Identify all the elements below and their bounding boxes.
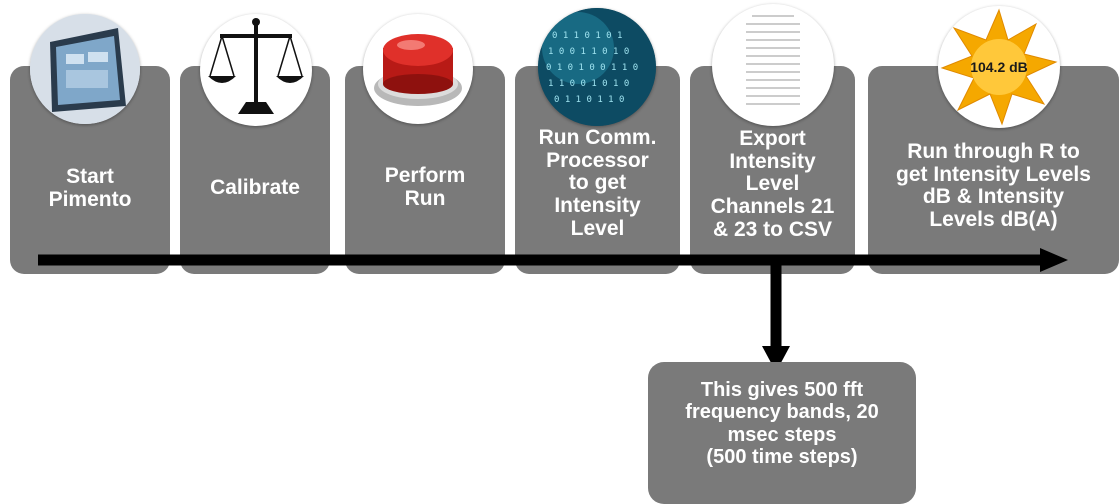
step-label-comm-processor: Run Comm. Processor to get Intensity Lev… [538, 126, 657, 240]
badge-value: 104.2 dB [970, 59, 1028, 75]
step-label-run-r: Run through R to get Intensity Levels dB… [896, 140, 1091, 232]
svg-text:0 1 1 0 1 0 1: 0 1 1 0 1 0 1 [552, 31, 622, 41]
step-label-export-csv: Export Intensity Level Channels 21 & 23 … [710, 127, 835, 241]
step-label-start-pimento: Start Pimento [48, 165, 132, 211]
note-text: This gives 500 fft frequency bands, 20 m… [685, 379, 879, 469]
step-label-calibrate: Calibrate [210, 176, 300, 199]
csv-document-icon [712, 4, 834, 126]
balance-scale-icon [200, 14, 312, 126]
digital-data-globe-icon: 0 1 1 0 1 0 1 1 0 0 1 1 0 1 0 0 1 0 1 0 … [538, 8, 656, 126]
svg-text:1 0 0 1 1 0 1 0: 1 0 0 1 1 0 1 0 [548, 47, 629, 57]
step-label-perform-run: Perform Run [384, 164, 466, 210]
note-box [648, 362, 916, 504]
starburst-badge-icon: 104.2 dB [938, 6, 1060, 128]
svg-text:1 1 0 0 1 0 1 0: 1 1 0 0 1 0 1 0 [548, 79, 629, 89]
svg-text:0 1 0 1 0 0 1 1 0: 0 1 0 1 0 0 1 1 0 [546, 63, 638, 73]
svg-text:0 1 1 0 1 1 0: 0 1 1 0 1 1 0 [554, 95, 624, 105]
red-push-button-icon [363, 14, 473, 124]
computer-screen-icon [30, 14, 140, 124]
